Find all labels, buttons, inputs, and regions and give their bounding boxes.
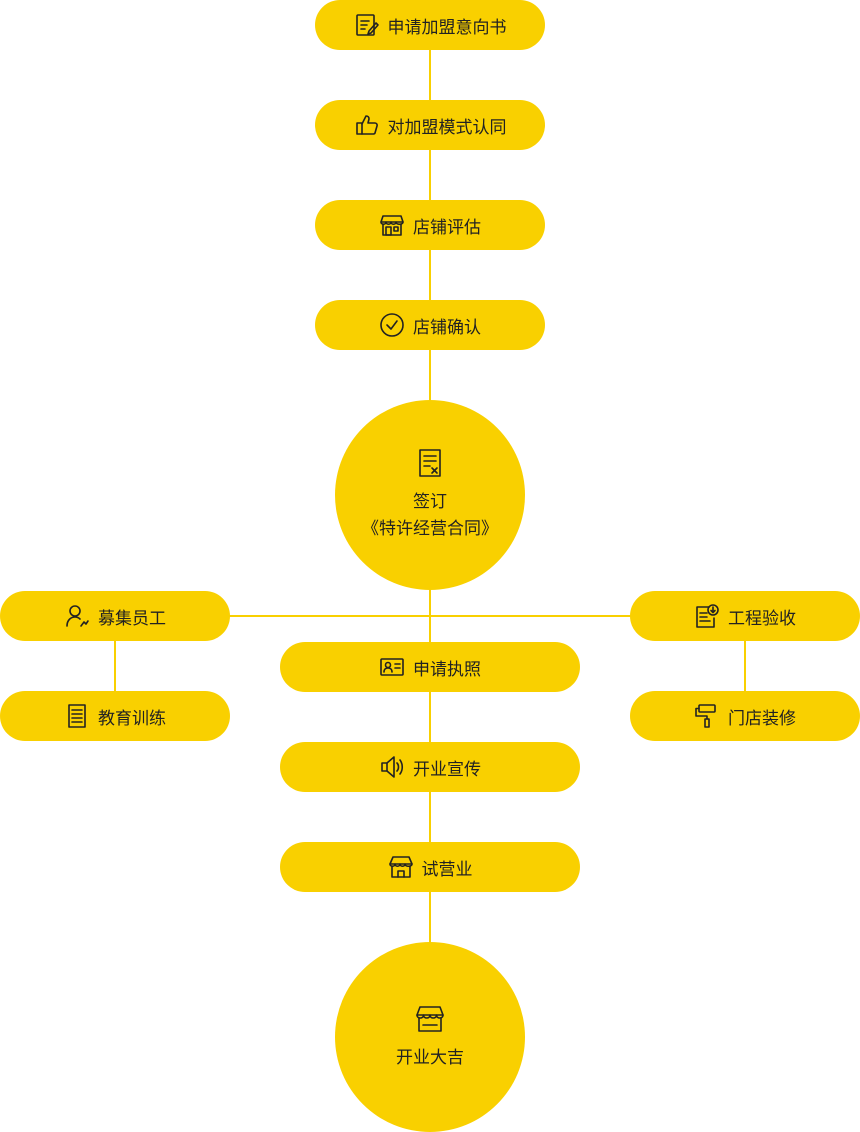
store-icon <box>414 1003 446 1035</box>
step-label: 申请执照 <box>413 659 481 680</box>
step-apply-letter: 申请加盟意向书 <box>315 0 545 50</box>
step-label: 申请加盟意向书 <box>387 17 507 38</box>
step-store-evaluation: 店铺评估 <box>315 200 545 250</box>
step-approve-model: 对加盟模式认同 <box>315 100 545 150</box>
storefront-icon <box>379 212 405 238</box>
thumbs-up-icon <box>354 112 380 138</box>
speaker-icon <box>379 754 405 780</box>
step-label: 开业宣传 <box>413 759 481 780</box>
step-label: 教育训练 <box>98 708 166 729</box>
step-apply-license: 申请执照 <box>280 642 580 692</box>
step-label: 店铺确认 <box>413 317 481 338</box>
step-store-decoration: 门店装修 <box>630 691 860 741</box>
step-trial-operation: 试营业 <box>280 842 580 892</box>
step-training: 教育训练 <box>0 691 230 741</box>
contract-title-line1: 签订 <box>413 492 447 512</box>
step-label: 店铺评估 <box>413 217 481 238</box>
paint-roller-icon <box>694 703 720 729</box>
step-store-confirm: 店铺确认 <box>315 300 545 350</box>
grand-opening-label: 开业大吉 <box>396 1047 464 1068</box>
shop-icon <box>388 854 414 880</box>
step-label: 试营业 <box>421 859 473 880</box>
step-label: 对加盟模式认同 <box>387 117 507 138</box>
contract-icon <box>414 447 446 479</box>
check-circle-icon <box>379 312 405 338</box>
step-engineering-acceptance: 工程验收 <box>630 591 860 641</box>
step-label: 门店装修 <box>728 708 796 729</box>
contract-title-line2: 《特许经营合同》 <box>362 519 498 539</box>
step-label: 募集员工 <box>98 608 166 629</box>
step-grand-opening: 开业大吉 <box>335 942 525 1132</box>
connector-right-vertical <box>744 638 746 694</box>
step-label: 工程验收 <box>728 608 796 629</box>
connector-left-vertical <box>114 638 116 694</box>
step-opening-promotion: 开业宣传 <box>280 742 580 792</box>
id-card-icon <box>379 654 405 680</box>
user-icon <box>64 603 90 629</box>
download-document-icon <box>694 603 720 629</box>
step-sign-contract: 签订 《特许经营合同》 <box>335 400 525 590</box>
step-recruit-staff: 募集员工 <box>0 591 230 641</box>
list-document-icon <box>64 703 90 729</box>
edit-document-icon <box>354 12 380 38</box>
